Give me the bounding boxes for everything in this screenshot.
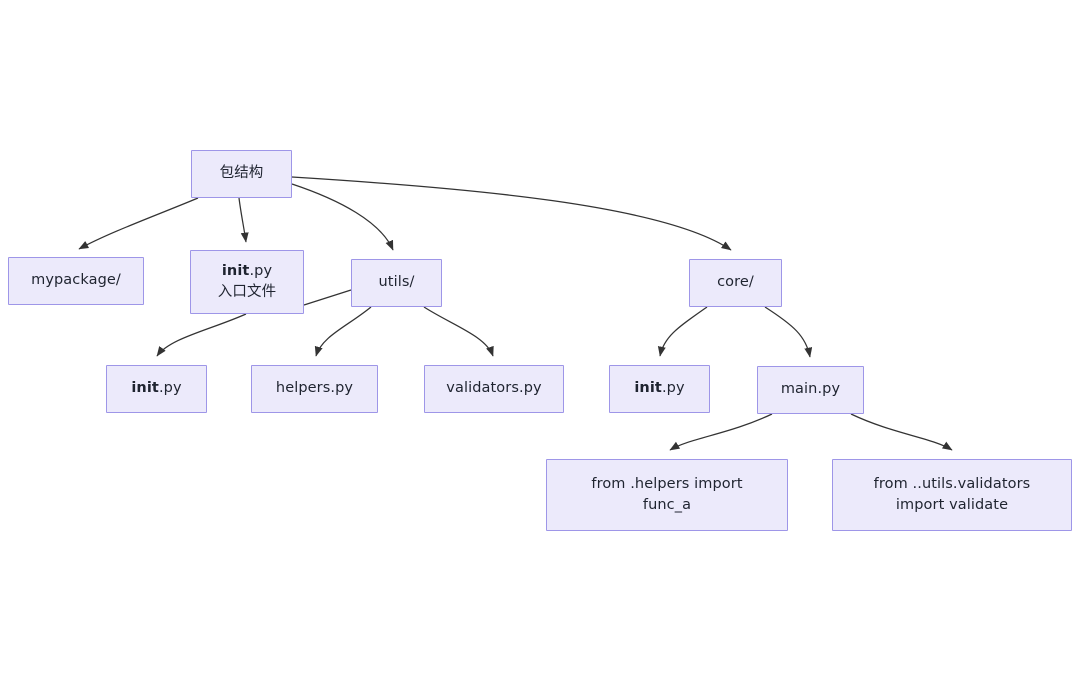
node-core[interactable]: core/ bbox=[689, 259, 782, 307]
node-main-py[interactable]: main.py bbox=[757, 366, 864, 414]
edge-mainpy-to-import-helpers bbox=[669, 413, 773, 451]
node-validators[interactable]: validators.py bbox=[424, 365, 564, 413]
node-root-label: 包结构 bbox=[219, 165, 264, 182]
node-core-label: core/ bbox=[717, 274, 754, 291]
node-validators-label: validators.py bbox=[446, 380, 542, 397]
node-mypackage[interactable]: mypackage/ bbox=[8, 257, 144, 305]
node-root-init-label: init.py 入口文件 bbox=[217, 262, 277, 300]
edge-core-to-mainpy bbox=[764, 306, 813, 358]
node-utils-init[interactable]: init.py bbox=[106, 365, 207, 413]
edge-core-to-core-init bbox=[657, 306, 708, 357]
node-utils-init-label: init.py bbox=[131, 380, 182, 397]
edge-utils-to-root-init bbox=[303, 289, 352, 306]
node-core-init-label: init.py bbox=[634, 380, 685, 397]
node-core-init[interactable]: init.py bbox=[609, 365, 710, 413]
node-utils-label: utils/ bbox=[378, 274, 415, 291]
node-main-py-label: main.py bbox=[780, 381, 841, 398]
node-import-validators-label: from ..utils.validators import validate bbox=[873, 475, 1031, 513]
edge-root-to-utils bbox=[291, 183, 394, 251]
node-root-init[interactable]: init.py 入口文件 bbox=[190, 250, 304, 314]
node-import-helpers[interactable]: from .helpers import func_a bbox=[546, 459, 788, 531]
node-mypackage-label: mypackage/ bbox=[31, 272, 121, 289]
edge-utils-to-validators bbox=[423, 306, 494, 357]
edge-mainpy-to-import-validators bbox=[850, 413, 953, 451]
node-root[interactable]: 包结构 bbox=[191, 150, 292, 198]
node-utils[interactable]: utils/ bbox=[351, 259, 442, 307]
node-helpers[interactable]: helpers.py bbox=[251, 365, 378, 413]
node-import-helpers-label: from .helpers import func_a bbox=[591, 475, 743, 513]
node-helpers-label: helpers.py bbox=[275, 380, 354, 397]
edge-root-init-to-utils-init bbox=[156, 313, 247, 357]
edge-utils-to-helpers bbox=[314, 306, 372, 357]
edge-root-to-core bbox=[291, 176, 732, 251]
edge-root-to-mypackage bbox=[78, 197, 199, 250]
node-import-validators[interactable]: from ..utils.validators import validate bbox=[832, 459, 1072, 531]
edge-root-to-root-init bbox=[238, 197, 249, 243]
